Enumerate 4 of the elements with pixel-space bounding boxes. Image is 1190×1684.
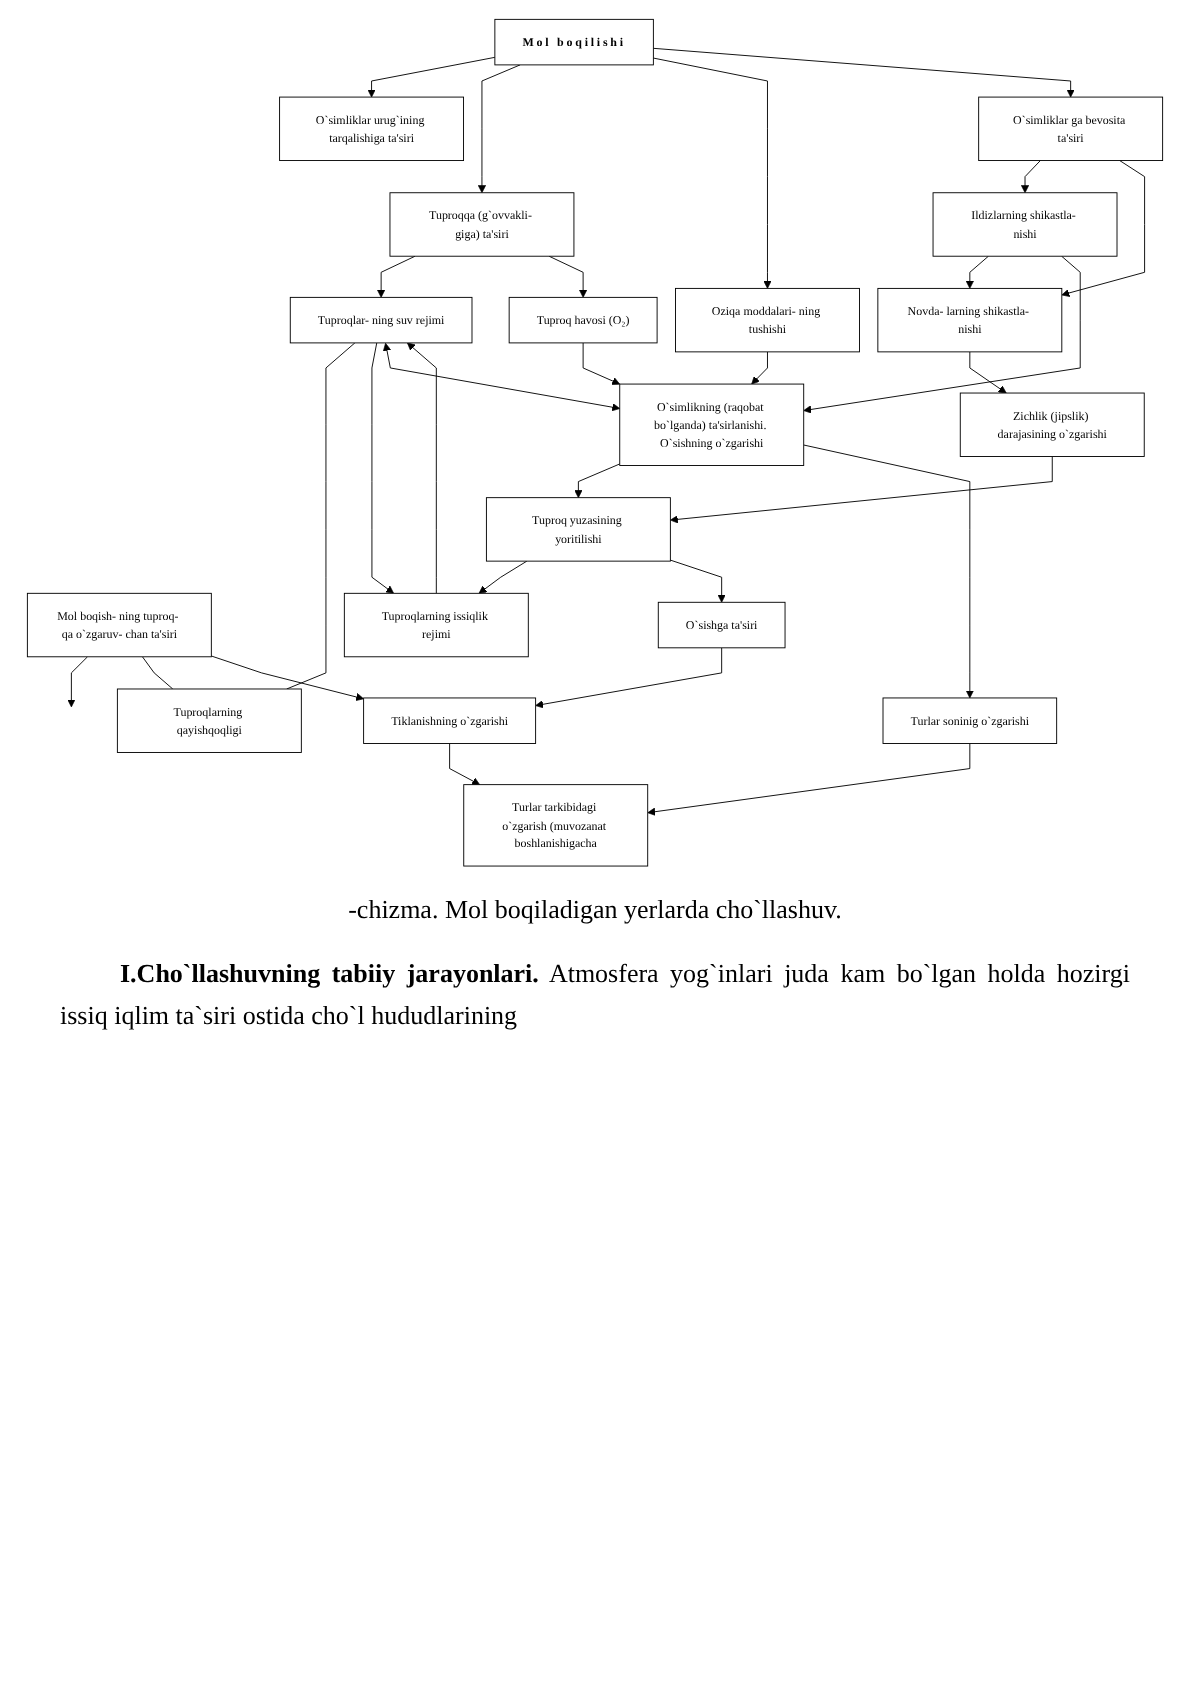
connector [286,342,356,690]
figure-caption: -chizma. Mol boqiladigan yerlarda cho`llashuv. [346,893,844,926]
body-paragraph: I.Cho`llashuvning tabiiy jarayonlari. Atmosfera yog`inlari juda kam bo`lgan holda hozirgi issiq iqlim ta`siri ostida cho`l hududlarining [60,955,1130,1034]
connector [142,656,174,690]
